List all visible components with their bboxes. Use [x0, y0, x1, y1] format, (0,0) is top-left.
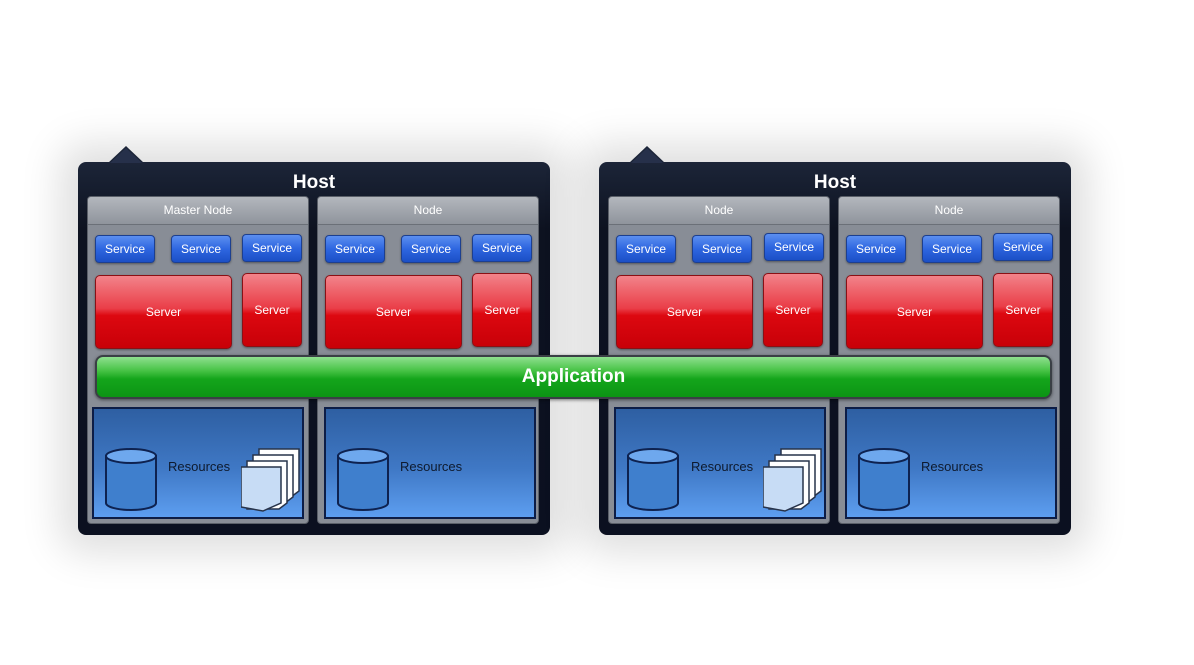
- service-box: Service: [764, 233, 824, 261]
- application-bar: Application: [95, 355, 1052, 399]
- resources-panel: Resources: [324, 407, 536, 519]
- service-box: Service: [325, 235, 385, 263]
- host-title: Host: [813, 172, 857, 193]
- node: Node Service Service Service Server Serv…: [608, 196, 830, 524]
- server-box: Server: [242, 273, 302, 347]
- node-title: Node: [609, 197, 829, 225]
- host-1: Host Master Node Service Service Service…: [78, 146, 550, 535]
- service-box: Service: [401, 235, 461, 263]
- documents-icon: [763, 448, 822, 512]
- server-box: Server: [325, 275, 462, 349]
- resources-label: Resources: [921, 459, 984, 474]
- documents-icon: [241, 448, 300, 512]
- service-box: Service: [616, 235, 676, 263]
- service-box: Service: [922, 235, 982, 263]
- service-box: Service: [242, 234, 302, 262]
- node-title: Master Node: [88, 197, 308, 225]
- resources-label: Resources: [400, 459, 463, 474]
- server-box: Server: [763, 273, 823, 347]
- resources-label: Resources: [168, 459, 231, 474]
- service-box: Service: [692, 235, 752, 263]
- database-icon: [627, 448, 679, 511]
- node-title: Node: [318, 197, 538, 225]
- server-box: Server: [472, 273, 532, 347]
- service-box: Service: [95, 235, 155, 263]
- resources-panel: Resources: [845, 407, 1057, 519]
- host-title: Host: [292, 172, 336, 193]
- server-box: Server: [616, 275, 753, 349]
- server-box: Server: [993, 273, 1053, 347]
- database-icon: [105, 448, 157, 511]
- server-box: Server: [846, 275, 983, 349]
- host-2: Host Node Service Service Service Server…: [599, 146, 1071, 535]
- database-icon: [858, 448, 910, 511]
- host-tab: [108, 146, 144, 163]
- service-box: Service: [472, 234, 532, 262]
- database-icon: [337, 448, 389, 511]
- service-box: Service: [993, 233, 1053, 261]
- resources-panel: Resources: [92, 407, 304, 519]
- server-box: Server: [95, 275, 232, 349]
- resources-panel: Resources: [614, 407, 826, 519]
- host-tab: [629, 146, 665, 163]
- node-title: Node: [839, 197, 1059, 225]
- resources-label: Resources: [691, 459, 754, 474]
- service-box: Service: [171, 235, 231, 263]
- service-box: Service: [846, 235, 906, 263]
